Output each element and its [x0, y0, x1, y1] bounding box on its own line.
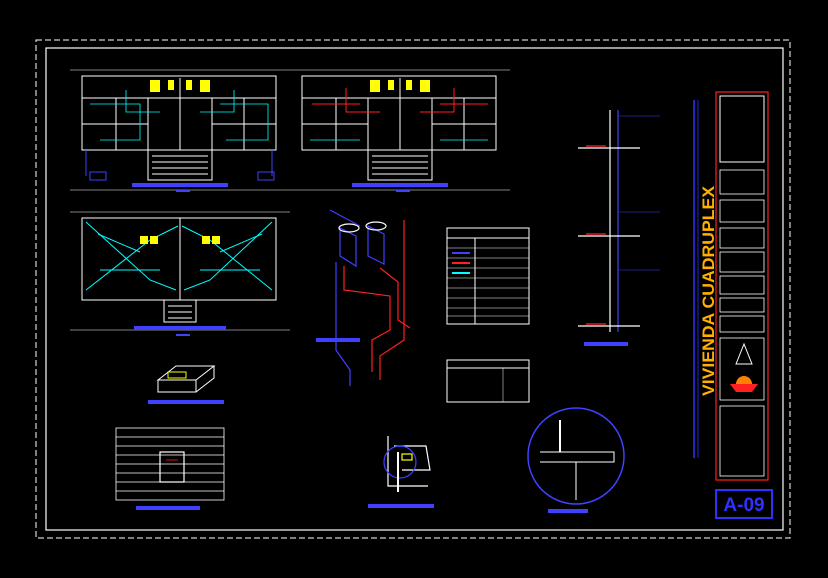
caption-heater: [148, 400, 224, 404]
caption-brick-detail: [136, 506, 200, 510]
caption-scale-plan-2: [396, 190, 410, 192]
caption-plan-2: [352, 183, 448, 187]
fixture-table: [446, 359, 530, 403]
brick-wall-detail: [115, 427, 225, 501]
floor-plan-cold-water: [70, 69, 290, 191]
caption-detail-a: [548, 509, 588, 513]
detail-a: [527, 407, 625, 505]
caption-sink-detail: [368, 504, 434, 508]
heater-3d-detail: [156, 365, 216, 393]
title-block-logo: [730, 342, 758, 392]
drain-lines: [85, 221, 273, 291]
outer-sheet-border: [35, 39, 791, 539]
caption-scale-plan-1: [176, 190, 190, 192]
caption-plan-1: [132, 183, 228, 187]
inner-sheet-border: [45, 47, 784, 531]
sheet-number: A-09: [723, 495, 764, 516]
caption-riser: [584, 342, 628, 346]
fixtures-top-left: [150, 80, 210, 92]
dimension-marks-top-left: [85, 150, 275, 181]
fixtures-drain-plan: [140, 236, 220, 244]
legend-table: [446, 227, 530, 325]
hot-water-lines-top-middle: [312, 88, 488, 113]
fixtures-top-middle: [370, 80, 430, 92]
riser-diagram: [578, 110, 660, 332]
sheet-number-box: [715, 489, 773, 519]
floor-plan-hot-water: [290, 69, 510, 191]
caption-scale-plan-3: [176, 334, 190, 336]
caption-plan-3: [134, 326, 226, 330]
sink-detail: [383, 436, 431, 492]
cold-water-lines-top-left: [90, 90, 269, 141]
title-block: [693, 91, 769, 481]
caption-isometric: [316, 338, 360, 342]
project-title: VIVIENDA CUADRUPLEX: [699, 185, 718, 396]
isometric-water-system: [329, 209, 411, 386]
floor-plan-drainage: [70, 211, 290, 331]
